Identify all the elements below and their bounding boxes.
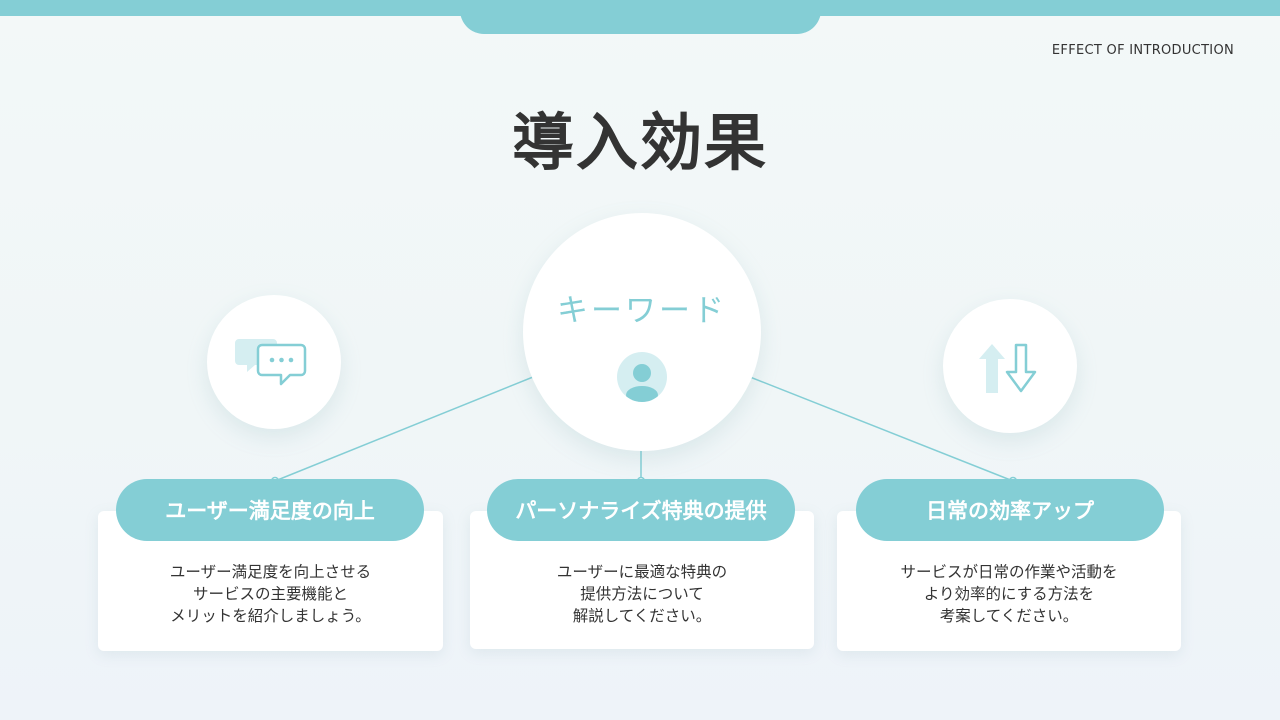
section-eyebrow: EFFECT OF INTRODUCTION bbox=[1051, 43, 1234, 58]
keyword-label: キーワード bbox=[557, 293, 727, 329]
feature-card-text: サービスが日常の作業や活動を より効率的にする方法を 考案してください。 bbox=[900, 563, 1118, 625]
page-title: 導入効果 bbox=[511, 106, 768, 179]
keyword-circle: キーワード bbox=[523, 213, 761, 451]
feature-heading-satisfaction: ユーザー満足度の向上 bbox=[116, 479, 424, 541]
feature-card-text: ユーザーに最適な特典の 提供方法について 解説してください。 bbox=[556, 563, 728, 625]
feature-heading-efficiency: 日常の効率アップ bbox=[856, 479, 1164, 541]
top-accent-tab bbox=[460, 0, 821, 34]
feature-card-text: ユーザー満足度を向上させる サービスの主要機能と メリットを紹介しましょう。 bbox=[169, 563, 372, 625]
connector-right bbox=[749, 376, 1014, 482]
chat-icon-circle bbox=[207, 295, 341, 429]
chat-bubbles-icon bbox=[235, 339, 307, 386]
up-down-arrows-icon bbox=[979, 343, 1037, 393]
user-avatar-icon bbox=[617, 352, 667, 402]
connector-left bbox=[274, 376, 534, 482]
feature-heading-personalized: パーソナライズ特典の提供 bbox=[487, 479, 795, 541]
arrows-icon-circle bbox=[943, 299, 1077, 433]
